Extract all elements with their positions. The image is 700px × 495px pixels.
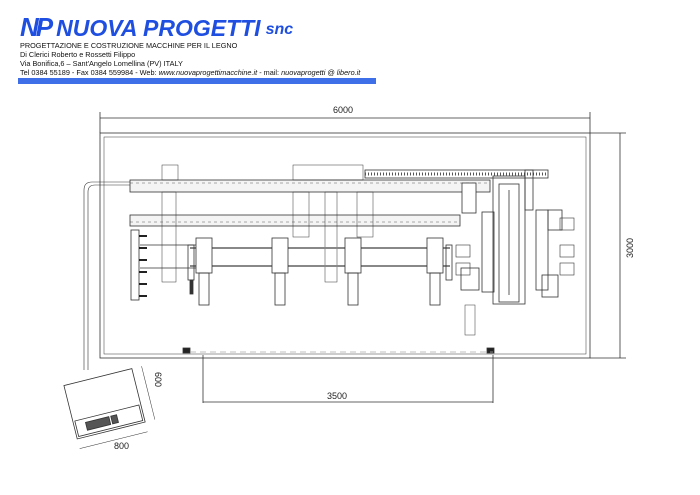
contact-line: Tel 0384 55189 - Fax 0384 559984 - Web: …	[20, 68, 360, 77]
company-suffix: snc	[265, 21, 294, 38]
header-divider-bar	[18, 78, 376, 84]
dimension-length-label: 6000	[333, 105, 353, 115]
footprint-inner	[103, 136, 587, 355]
dimension-carriage-span-label: 3500	[327, 391, 347, 401]
rail-supports	[161, 164, 374, 283]
tagline: PROGETTAZIONE E COSTRUZIONE MACCHINE PER…	[20, 41, 238, 50]
dimension-width-label: 3000	[625, 238, 635, 258]
working-unit	[455, 169, 575, 336]
website-link[interactable]: www.nuovaprogettimacchine.it	[158, 68, 258, 77]
dimension-length: 6000	[99, 105, 591, 133]
owners: Di Clerici Roberto e Rossetti Filippo	[20, 50, 136, 59]
email-link[interactable]: nuovaprogetti @ libero.it	[281, 68, 361, 77]
dimension-console-depth-label: 600	[153, 372, 163, 387]
upper-rail	[129, 169, 549, 193]
company-info: PROGETTAZIONE E COSTRUZIONE MACCHINE PER…	[20, 41, 360, 77]
carriage-2	[271, 237, 289, 306]
carriage-3	[344, 237, 362, 306]
machine-footprint	[99, 132, 591, 359]
lower-rail	[129, 214, 461, 227]
dimension-console-width-label: 800	[114, 441, 129, 451]
foot-right	[486, 347, 495, 354]
company-logo: NP NUOVA PROGETTI snc	[20, 14, 293, 40]
cable	[83, 181, 130, 370]
carriage-1	[187, 237, 213, 306]
carriage-4	[426, 237, 453, 306]
console-keypad	[85, 416, 112, 431]
dimension-width: 3000	[590, 132, 635, 359]
logo-mark: NP	[20, 12, 53, 42]
address: Via Bonifica,6 – Sant'Angelo Lomellina (…	[20, 59, 183, 68]
control-console	[63, 366, 156, 449]
phone-fax: Tel 0384 55189 - Fax 0384 559984 - Web:	[20, 68, 159, 77]
company-name: NUOVA PROGETTI	[56, 15, 261, 41]
mail-label: - mail:	[257, 68, 282, 77]
foot-left	[182, 347, 191, 354]
dimension-carriage-span: 3500	[190, 351, 494, 403]
